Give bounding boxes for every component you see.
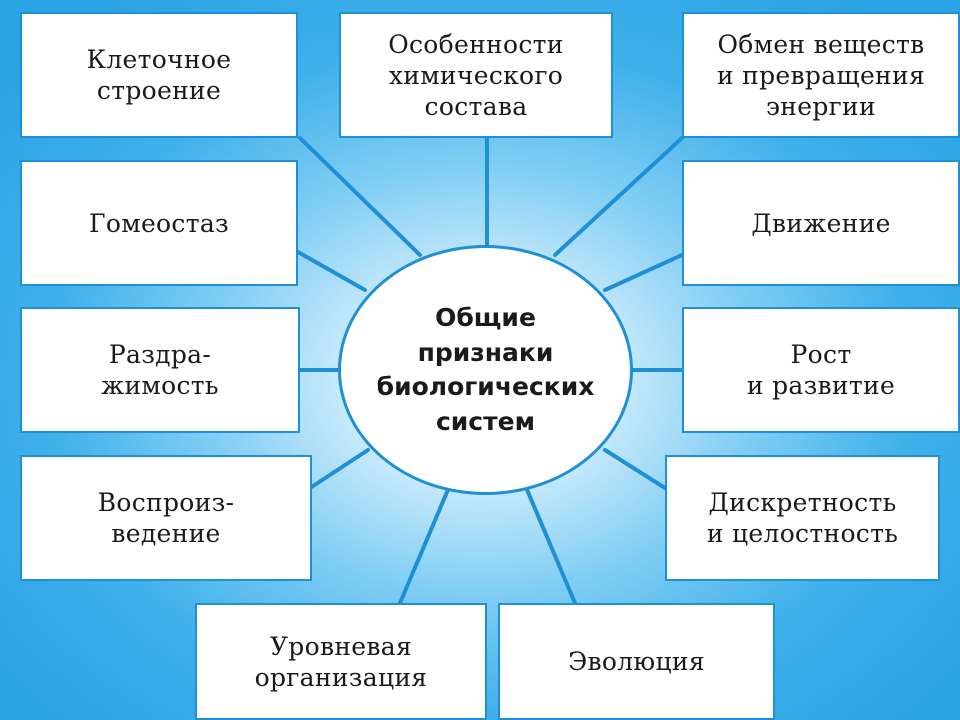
box-cell-structure-line-1: Клеточное	[86, 45, 232, 74]
box-growth-line-1: Рост	[790, 340, 852, 369]
center-concept-line-3: биологических	[376, 372, 595, 401]
connector-evolution	[523, 483, 577, 605]
box-movement-line-1: Движение	[751, 208, 891, 238]
box-reproduction-line-2: ведение	[111, 519, 221, 548]
box-evolution-line-1: Эволюция	[568, 647, 705, 676]
box-homeostasis-line-1: Гомеостаз	[89, 208, 229, 238]
box-homeostasis: Гомеостаз	[20, 160, 298, 286]
center-concept-line-1: Общие	[435, 303, 536, 332]
box-metabolism-line-1: Обмен веществ	[717, 29, 925, 59]
box-level-organization-line-1: Уровневая	[269, 631, 413, 661]
center-concept-line-4: систем	[435, 406, 536, 436]
box-cell-structure: Клеточное строение	[20, 12, 298, 138]
box-discreteness: Дискретность и целостность	[665, 455, 940, 581]
box-discreteness-line-1: Дискретность	[708, 488, 897, 517]
box-irritability: Раздра- жимость	[20, 307, 300, 433]
center-concept-line-2: признаки	[417, 337, 554, 367]
connector-movement	[603, 253, 684, 292]
box-irritability-line-1: Раздра-	[108, 340, 212, 369]
box-metabolism-line-3: энергии	[766, 91, 876, 121]
box-chemical-composition-line-2: химического	[388, 60, 564, 90]
box-discreteness-line-2: и целостность	[706, 519, 899, 548]
connector-level-organization	[398, 483, 452, 605]
box-evolution: Эволюция	[498, 603, 775, 720]
box-growth-line-2: и развитие	[746, 371, 896, 400]
box-irritability-line-2: жимость	[101, 371, 219, 400]
connector-cell-structure	[298, 136, 422, 257]
center-concept: Общие признаки биологических систем	[338, 245, 633, 495]
box-chemical-composition: Особенности химического состава	[339, 12, 613, 138]
connector-reproduction	[308, 448, 370, 490]
box-reproduction: Воспроиз- ведение	[20, 455, 312, 581]
connector-discreteness	[603, 448, 667, 490]
box-metabolism-line-2: и превращения	[716, 60, 926, 90]
box-level-organization: Уровневая организация	[195, 603, 487, 720]
box-chemical-composition-line-3: состава	[424, 91, 528, 121]
box-level-organization-line-2: организация	[254, 662, 428, 692]
connector-homeostasis	[296, 250, 367, 292]
box-chemical-composition-line-1: Особенности	[388, 29, 564, 59]
box-cell-structure-line-2: строение	[96, 76, 222, 105]
box-metabolism: Обмен веществ и превращения энергии	[682, 12, 960, 138]
connector-metabolism	[553, 136, 684, 257]
box-movement: Движение	[682, 160, 960, 286]
box-reproduction-line-1: Воспроиз-	[97, 488, 235, 517]
box-growth: Рост и развитие	[682, 307, 960, 433]
